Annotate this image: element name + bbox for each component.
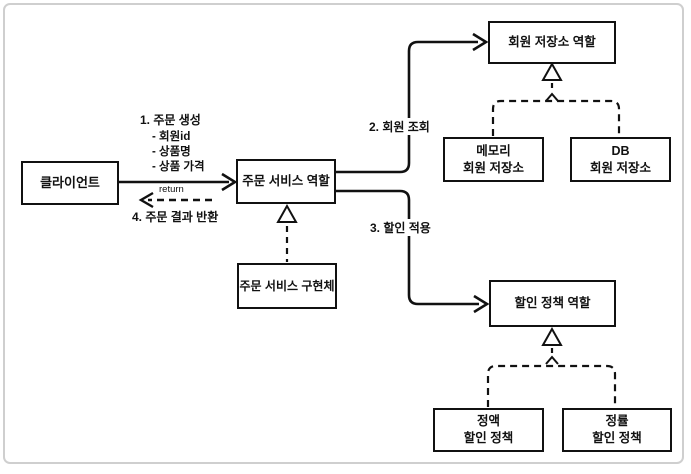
label-create-order: 1. 주문 생성	[140, 113, 201, 127]
node-memory-member-repo: 메모리 회원 저장소	[443, 137, 544, 182]
node-db-member-repo: DB 회원 저장소	[570, 137, 671, 182]
realization-order-service	[276, 203, 298, 262]
hollow-triangle-icon	[276, 203, 298, 223]
arrowhead-right-icon	[472, 32, 489, 52]
realization-member-repos	[491, 61, 621, 136]
label-order-result: 4. 주문 결과 반환	[132, 210, 219, 224]
edge-apply-discount	[336, 189, 490, 314]
hollow-triangle-icon	[541, 326, 563, 346]
edge-return-result	[138, 191, 212, 209]
label-member-lookup: 2. 회원 조회	[366, 118, 433, 135]
hollow-triangle-icon	[541, 61, 563, 81]
label-create-order-param: - 상품 가격	[152, 161, 205, 173]
realization-discount-policies	[486, 326, 617, 407]
label-apply-discount: 3. 할인 적용	[367, 219, 434, 236]
node-order-service-impl: 주문 서비스 구현체	[237, 263, 337, 309]
arrowhead-right-icon	[221, 172, 238, 192]
edge-member-lookup	[336, 32, 489, 174]
diagram-frame	[3, 3, 684, 464]
node-order-service-role: 주문 서비스 역할	[236, 159, 336, 204]
node-client: 클라이언트	[21, 161, 119, 205]
label-create-order-param: - 상품명	[152, 146, 191, 158]
arrowhead-left-icon	[138, 191, 154, 209]
node-fixed-discount-policy: 정액 할인 정책	[433, 408, 544, 452]
node-discount-policy-role: 할인 정책 역할	[489, 280, 616, 327]
arrowhead-right-icon	[473, 294, 490, 314]
edge-create-order	[119, 172, 238, 192]
label-create-order-param: - 회원id	[152, 131, 191, 143]
arrowhead-up-icon	[545, 92, 559, 102]
node-rate-discount-policy: 정률 할인 정책	[562, 408, 672, 452]
label-return: return	[159, 184, 184, 195]
arrowhead-up-icon	[545, 355, 559, 365]
node-member-repo-role: 회원 저장소 역할	[488, 21, 616, 64]
